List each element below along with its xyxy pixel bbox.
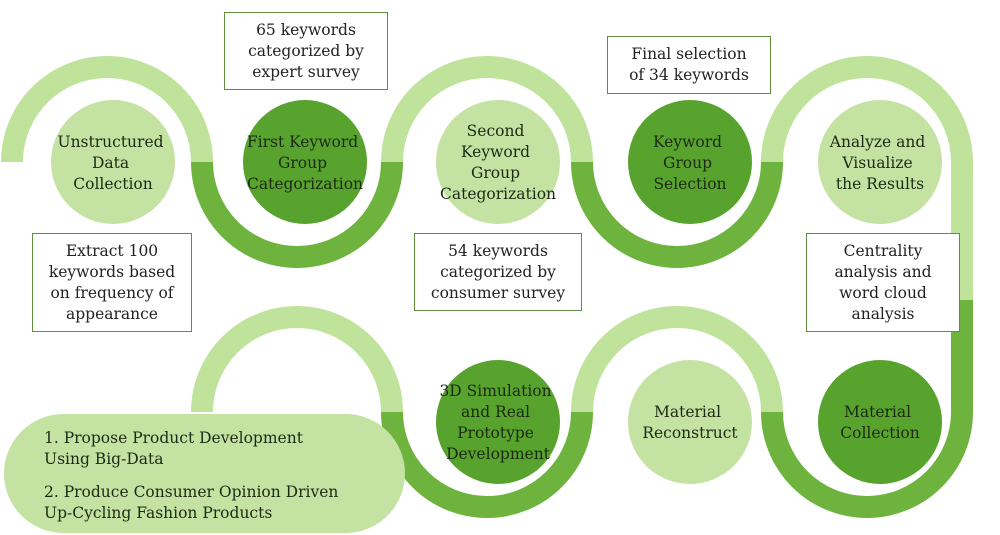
node-circles	[51, 100, 942, 484]
node-circle-material-reconstruct	[628, 360, 752, 484]
node-circle-keyword-selection	[628, 100, 752, 224]
node-label-material-collection: Material Collection	[840, 403, 919, 442]
note-final: Final selection of 34 keywords	[607, 36, 771, 94]
node-circle-second	[436, 100, 560, 224]
outcome-item-1: 1. Propose Product Development Using Big…	[44, 429, 303, 468]
node-label-simulation: 3D Simulation and Real Prototype Develop…	[439, 382, 556, 463]
node-label-first: First Keyword Group Categorization	[247, 133, 363, 193]
band-arc-9-top	[191, 306, 403, 413]
note-expert: 65 keywords categorized by expert survey	[224, 12, 388, 90]
band-arc-6-bottom	[761, 411, 973, 518]
node-label-keyword-selection: Keyword Group Selection	[653, 133, 727, 193]
node-circle-unstructured	[51, 100, 175, 224]
outcome-item-2: 2. Produce Consumer Opinion Driven Up-Cy…	[44, 483, 339, 522]
node-label-material-reconstruct: Material Reconstruct	[642, 403, 738, 442]
note-extract: Extract 100 keywords based on frequency …	[32, 233, 192, 332]
band-arc-7-top	[571, 306, 783, 413]
note-centrality: Centrality analysis and word cloud analy…	[806, 233, 960, 332]
band-arc-1-top	[1, 56, 213, 163]
note-consumer: 54 keywords categorized by consumer surv…	[414, 233, 582, 311]
node-label-second: Second Keyword Group Categorization	[440, 122, 556, 203]
band-arc-4-bottom	[571, 161, 783, 268]
band-arc-2-bottom	[191, 161, 403, 268]
node-circle-material-collection	[818, 360, 942, 484]
band-arc-3-top	[381, 56, 593, 163]
band-arc-5-top	[761, 56, 973, 163]
node-label-unstructured: Unstructured Data Collection	[58, 133, 169, 193]
node-circle-analyze	[818, 100, 942, 224]
node-label-analyze: Analyze and Visualize the Results	[829, 133, 930, 193]
node-circle-simulation	[436, 360, 560, 484]
node-circle-first	[243, 100, 367, 224]
outcome-panel: 1. Propose Product Development Using Big…	[4, 414, 405, 533]
